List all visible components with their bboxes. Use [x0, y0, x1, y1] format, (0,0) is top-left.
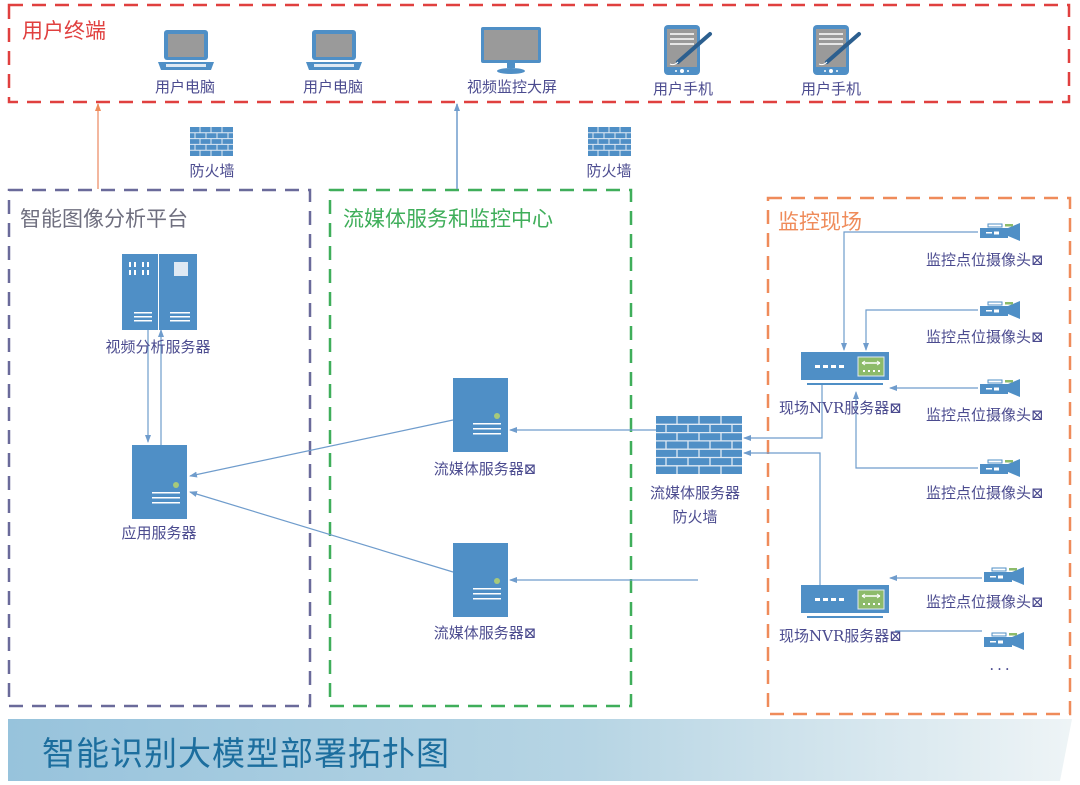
nvr-2-label: 现场NVR服务器⊠ [779, 627, 902, 645]
site-title: 监控现场 [778, 210, 862, 234]
server-icon [453, 543, 508, 617]
user-pc-2-label: 用户电脑 [302, 78, 364, 96]
wire-cam4-to-nvr1 [853, 391, 978, 469]
firewall-2-label: 防火墙 [586, 162, 632, 180]
camera-2-label: 监控点位摄像头⊠ [926, 328, 1044, 346]
media-firewall-label-line2: 防火墙 [672, 508, 718, 526]
nvr-1-label: 现场NVR服务器⊠ [779, 399, 902, 417]
user-phone-2-label: 用户手机 [800, 80, 862, 98]
tablet-pen-icon [664, 25, 712, 75]
camera-icon [980, 223, 1020, 241]
wire-cam2-to-nvr1 [863, 309, 978, 351]
tablet-pen-icon [813, 25, 861, 75]
rack-server-icon [122, 254, 197, 330]
camera-icon [980, 379, 1020, 397]
camera-icon [980, 459, 1020, 477]
laptop-icon [158, 30, 214, 70]
media-server-1-label: 流媒体服务器⊠ [433, 460, 537, 478]
camera-1-label: 监控点位摄像头⊠ [926, 251, 1044, 269]
user-phone-1-label: 用户手机 [652, 80, 714, 98]
firewall-icon [588, 127, 631, 156]
media-firewall-label-line1: 流媒体服务器 [649, 484, 741, 502]
nvr-icon [801, 352, 889, 385]
server-icon [453, 378, 508, 452]
camera-icon [984, 567, 1024, 585]
laptop-icon [306, 30, 362, 70]
firewall-icon [190, 127, 233, 156]
wire-nvr2-to-firewall [743, 450, 821, 585]
wire-cam1-to-nvr1 [841, 231, 978, 351]
media-center-title: 流媒体服务和监控中心 [343, 207, 553, 231]
more-cameras-ellipsis: ... [989, 656, 1013, 674]
server-icon [132, 445, 187, 519]
media-center-zone [328, 188, 633, 708]
user-pc-1-label: 用户电脑 [154, 78, 216, 96]
camera-3-label: 监控点位摄像头⊠ [926, 406, 1044, 424]
camera-icon [980, 301, 1020, 319]
user-terminal-zone [7, 3, 1071, 104]
wire-media2-to-app [189, 491, 454, 573]
video-wall-label: 视频监控大屏 [466, 78, 558, 96]
wire-nvr1-to-firewall-a [743, 385, 823, 441]
camera-5-label: 监控点位摄像头⊠ [926, 593, 1044, 611]
monitor-icon [481, 27, 541, 74]
firewall-icon [656, 416, 742, 474]
media-server-2-label: 流媒体服务器⊠ [433, 624, 537, 642]
app-server-label: 应用服务器 [121, 524, 197, 542]
diagram-title: 智能识别大模型部署拓扑图 [42, 734, 450, 773]
video-analysis-server-label: 视频分析服务器 [105, 338, 211, 356]
nvr-icon [801, 585, 889, 618]
site-zone [766, 196, 1072, 716]
wire-media1-to-app [189, 419, 454, 478]
title-banner [8, 719, 1072, 781]
camera-icon [984, 632, 1024, 650]
ai-platform-zone [7, 188, 312, 708]
user-terminal-title: 用户终端 [22, 19, 106, 43]
firewall-1-label: 防火墙 [189, 162, 235, 180]
ai-platform-title: 智能图像分析平台 [20, 207, 188, 231]
camera-4-label: 监控点位摄像头⊠ [926, 484, 1044, 502]
